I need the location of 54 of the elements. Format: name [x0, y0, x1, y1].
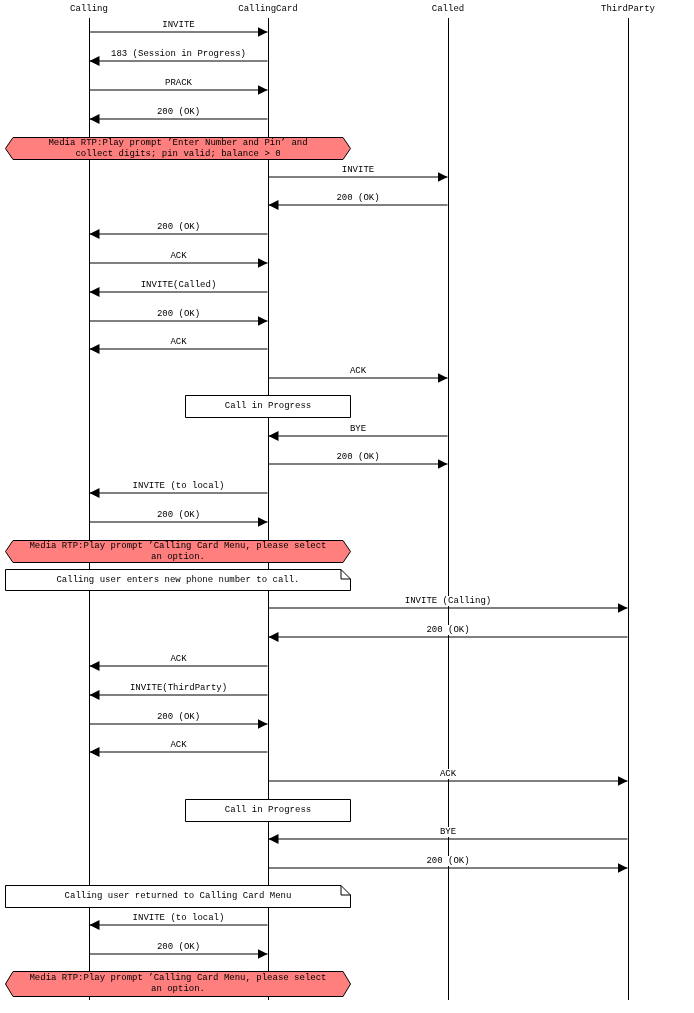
message-label: BYE: [437, 827, 459, 837]
message-label: 200 (OK): [424, 856, 472, 866]
message-label: 200 (OK): [334, 452, 382, 462]
message-label: BYE: [347, 424, 369, 434]
message-arrow: [268, 863, 628, 873]
message-arrow: [268, 632, 628, 642]
message-label: ACK: [168, 740, 189, 750]
message-label: 183 (Session in Progress): [109, 49, 248, 59]
message-arrow: [89, 344, 268, 354]
message-label: ACK: [437, 769, 459, 779]
message-label: ACK: [168, 337, 189, 347]
message-arrow: [268, 834, 628, 844]
note: Calling user returned to Calling Card Menu: [5, 885, 351, 908]
message-arrow: [89, 690, 268, 700]
message-arrow: [89, 517, 268, 527]
participant-name: CallingCard: [237, 4, 299, 15]
message-arrow: [89, 229, 268, 239]
message-arrow: [89, 287, 268, 297]
message-arrow: [89, 85, 268, 95]
message-arrow: [89, 719, 268, 729]
state-box: Call in Progress: [185, 799, 351, 822]
message-label: PRACK: [163, 78, 194, 88]
message-arrow: [89, 114, 268, 124]
participant-name: Calling: [69, 4, 109, 15]
message-arrow: [268, 200, 448, 210]
message-arrow: [89, 316, 268, 326]
message-arrow: [89, 747, 268, 757]
note: Calling user enters new phone number to call.: [5, 569, 351, 591]
message-arrow: [89, 949, 268, 959]
message-arrow: [89, 661, 268, 671]
message-label: ACK: [168, 251, 189, 261]
state-box: Call in Progress: [185, 395, 351, 418]
media-note: Media RTP:Play prompt ’Calling Card Menu, please select an option.: [5, 971, 351, 997]
message-arrow: [89, 56, 268, 66]
message-label: 200 (OK): [334, 193, 382, 203]
participant-name: Called: [430, 4, 466, 15]
message-arrow: [268, 373, 448, 383]
message-arrow: [89, 27, 268, 37]
participant-name: ThirdParty: [600, 4, 656, 15]
message-label: INVITE: [160, 20, 197, 30]
message-arrow: [89, 488, 268, 498]
message-arrow: [268, 172, 448, 182]
message-label: ACK: [347, 366, 369, 376]
message-arrow: [268, 776, 628, 786]
message-arrow: [268, 459, 448, 469]
message-arrow: [89, 258, 268, 268]
message-arrow: [268, 431, 448, 441]
message-label: INVITE: [339, 165, 377, 175]
message-label: 200 (OK): [424, 625, 472, 635]
media-note: Media RTP:Play prompt ’Calling Card Menu, please select an option.: [5, 540, 351, 563]
message-arrow: [268, 603, 628, 613]
message-arrow: [89, 920, 268, 930]
message-label: ACK: [168, 654, 189, 664]
media-note: Media RTP:Play prompt ’Enter Number and Pin’ and collect digits; pin valid; balance > 0: [5, 137, 351, 160]
